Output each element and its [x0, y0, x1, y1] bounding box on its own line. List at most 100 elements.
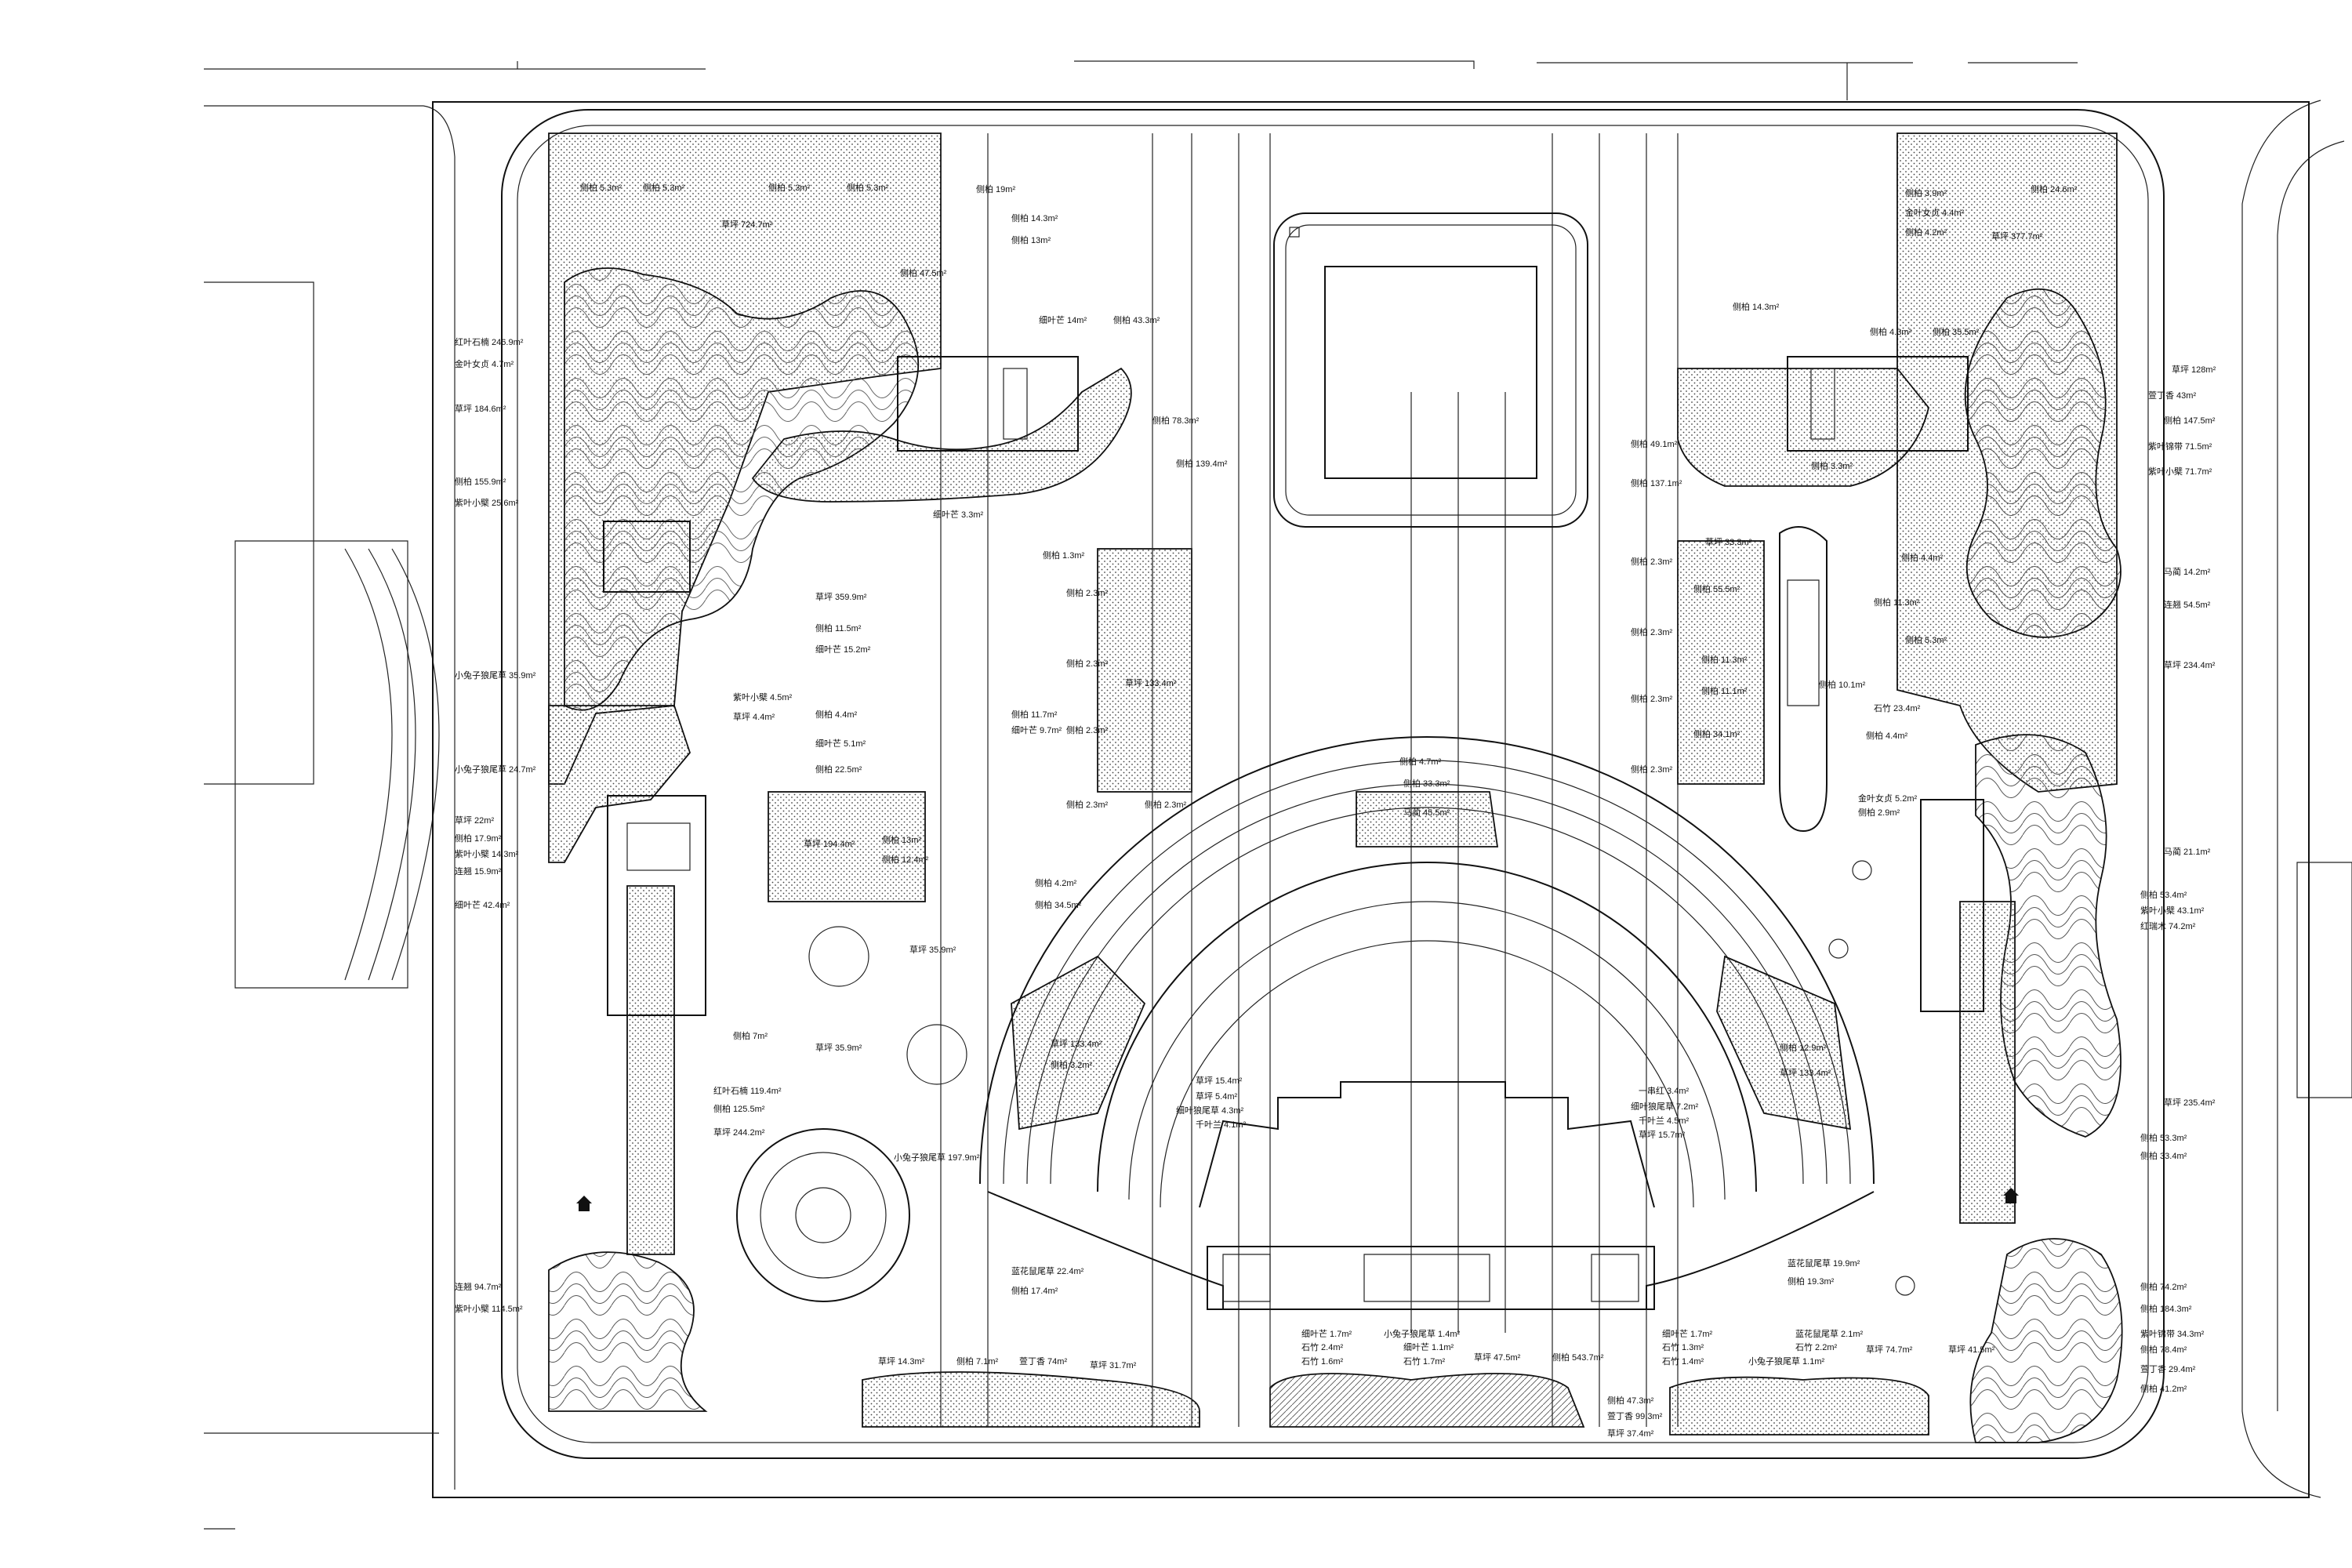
- plant-label: 草坪 15.7m²: [1639, 1130, 1686, 1140]
- features: [736, 860, 1915, 1302]
- plant-label: 石竹 2.4m²: [1301, 1341, 1344, 1352]
- plant-label: 一串红 3.4m²: [1639, 1086, 1690, 1096]
- surroundings: [204, 60, 2352, 1530]
- plant-label: 细叶芒 15.2m²: [815, 644, 871, 655]
- plant-label: 细叶芒 14m²: [1039, 315, 1087, 325]
- plant-label: 侧柏 17.4m²: [1011, 1285, 1058, 1296]
- plant-label: 草坪 235.4m²: [2164, 1098, 2216, 1108]
- plant-label: 侧柏 2.3m²: [1066, 658, 1109, 669]
- entrance-arrow-icon: [2003, 1188, 2019, 1203]
- plant-label: 侧柏 4.7m²: [1399, 756, 1442, 767]
- plant-label: 侧柏 33.3m²: [1403, 778, 1450, 789]
- plant-label: 连翘 94.7m²: [455, 1282, 502, 1292]
- plant-label: 侧柏 2.3m²: [1631, 693, 1673, 704]
- plant-label: 侧柏 147.5m²: [2164, 415, 2216, 426]
- plant-label: 草坪 74.7m²: [1866, 1345, 1913, 1355]
- plant-label: 侧柏 41.2m²: [2140, 1383, 2187, 1394]
- plant-label: 侧柏 2.9m²: [1858, 807, 1900, 818]
- plant-label: 千叶兰 4.5m²: [1639, 1116, 1690, 1126]
- plant-label: 萱丁香 43m²: [2148, 390, 2196, 401]
- plant-label: 侧柏 13m²: [1011, 234, 1051, 245]
- plant-label: 草坪 35.9m²: [815, 1043, 862, 1053]
- plant-label: 紫叶锦带 34.3m²: [2140, 1328, 2205, 1339]
- plant-label: 萱丁香 99.3m²: [1607, 1411, 1663, 1421]
- plant-label: 石竹 1.3m²: [1662, 1341, 1704, 1352]
- plant-label: 细叶芒 1.1m²: [1403, 1342, 1454, 1352]
- plant-label: 侧柏 34.1m²: [1693, 728, 1740, 739]
- plant-label: 红瑞木 74.2m²: [2140, 920, 2196, 931]
- plant-label: 侧柏 139.4m²: [1176, 458, 1228, 469]
- plant-label: 侧柏 5.3m²: [847, 182, 889, 193]
- plant-label: 紫叶小檗 14.3m²: [455, 848, 519, 859]
- plant-label: 细叶芒 1.7m²: [1301, 1329, 1352, 1339]
- plant-label: 草坪 724.7m²: [721, 220, 773, 230]
- plant-label: 草坪 377.7m²: [1991, 231, 2043, 241]
- plant-label: 草坪 35.9m²: [909, 945, 956, 955]
- plant-label: 侧柏 53.4m²: [2140, 889, 2187, 900]
- plant-label: 细叶芒 1.7m²: [1662, 1329, 1713, 1339]
- plant-label: 侧柏 2.3m²: [1631, 626, 1673, 637]
- plant-label: 侧柏 14.3m²: [1733, 301, 1780, 312]
- paving-strips: [940, 133, 1679, 1427]
- plant-label: 侧柏 4.3m²: [1870, 326, 1912, 337]
- plant-label: 紫叶锦带 71.5m²: [2148, 441, 2212, 452]
- plant-label: 小兔子狼尾草 1.4m²: [1384, 1328, 1461, 1339]
- plant-label: 草坪 184.6m²: [455, 404, 506, 414]
- plant-label: 石竹 23.4m²: [1874, 702, 1921, 713]
- plant-label: 草坪 5.4m²: [1196, 1091, 1238, 1102]
- plant-label: 马蔺 14.2m²: [2164, 567, 2211, 577]
- plant-label: 草坪 234.4m²: [2164, 660, 2216, 670]
- plant-label: 侧柏 2.3m²: [1066, 799, 1109, 810]
- plant-label: 石竹 1.7m²: [1403, 1356, 1446, 1367]
- plant-label: 小兔子狼尾草 1.1m²: [1748, 1356, 1825, 1367]
- plant-label: 侧柏 137.1m²: [1631, 477, 1682, 488]
- plant-label: 侧柏 47.3m²: [1607, 1395, 1654, 1406]
- plant-label: 草坪 4.4m²: [733, 712, 775, 722]
- plant-label: 侧柏 11.5m²: [815, 622, 862, 633]
- amphitheatre: [979, 736, 1875, 1310]
- plant-label: 侧柏 155.9m²: [455, 476, 506, 487]
- plant-label: 草坪 133.4m²: [1051, 1039, 1102, 1049]
- plant-label: 草坪 128m²: [2172, 365, 2216, 375]
- plant-labels: 侧柏 5.3m² 侧柏 5.3m² 侧柏 5.3m² 侧柏 5.3m² 草坪 7…: [455, 182, 2216, 1439]
- plant-label: 侧柏 53.3m²: [2140, 1132, 2187, 1143]
- plant-label: 金叶女贞 4.7m²: [455, 358, 514, 369]
- plant-label: 侧柏 17.9m²: [455, 833, 502, 844]
- plant-label: 侧柏 1.3m²: [1043, 550, 1085, 561]
- plant-label: 草坪 133.4m²: [1125, 678, 1177, 688]
- plant-label: 侧柏 3.9m²: [1905, 187, 1947, 198]
- plant-label: 草坪 15.4m²: [1196, 1076, 1243, 1086]
- plant-label: 侧柏 47.5m²: [900, 267, 947, 278]
- plant-label: 侧柏 125.5m²: [713, 1103, 765, 1114]
- plant-label: 侧柏 19.3m²: [1788, 1276, 1835, 1287]
- plant-label: 连翘 54.5m²: [2164, 600, 2211, 610]
- plant-label: 红叶石楠 119.4m²: [713, 1085, 782, 1096]
- plant-label: 千叶兰 4.1m²: [1196, 1120, 1247, 1130]
- plant-label: 萱丁香 74m²: [1019, 1356, 1067, 1367]
- plant-label: 金叶女贞 4.4m²: [1905, 207, 1965, 218]
- plant-label: 侧柏 33.4m²: [2140, 1150, 2187, 1161]
- plant-label: 细叶狼尾草 4.3m²: [1176, 1105, 1244, 1116]
- plant-label: 侧柏 5.3m²: [580, 182, 622, 193]
- plant-label: 侧柏 12.4m²: [882, 854, 929, 865]
- plant-label: 侧柏 2.3m²: [1631, 764, 1673, 775]
- plant-label: 侧柏 74.2m²: [2140, 1281, 2187, 1292]
- plant-label: 侧柏 19m²: [976, 183, 1015, 194]
- plant-label: 侧柏 13m²: [882, 834, 921, 845]
- entrance-markers: [576, 1188, 2019, 1211]
- plant-label: 草坪 37.4m²: [1607, 1428, 1654, 1439]
- plant-label: 细叶芒 5.1m²: [815, 739, 866, 749]
- plant-label: 侧柏 14.3m²: [1011, 212, 1058, 223]
- plant-label: 侧柏 4.2m²: [1035, 877, 1077, 888]
- plant-label: 紫叶小檗 43.1m²: [2140, 905, 2205, 916]
- plant-label: 侧柏 543.7m²: [1552, 1352, 1604, 1363]
- entrance-arrow-icon: [576, 1196, 592, 1211]
- plant-label: 细叶芒 3.3m²: [933, 510, 984, 520]
- plant-label: 侧柏 78.3m²: [1152, 415, 1200, 426]
- plant-label: 石竹 1.4m²: [1662, 1356, 1704, 1367]
- plant-label: 草坪 244.2m²: [713, 1127, 765, 1138]
- plant-label: 草坪 133.4m²: [1780, 1068, 1831, 1078]
- plant-label: 侧柏 5.3m²: [643, 182, 685, 193]
- plant-label: 蓝花鼠尾草 19.9m²: [1788, 1258, 1860, 1269]
